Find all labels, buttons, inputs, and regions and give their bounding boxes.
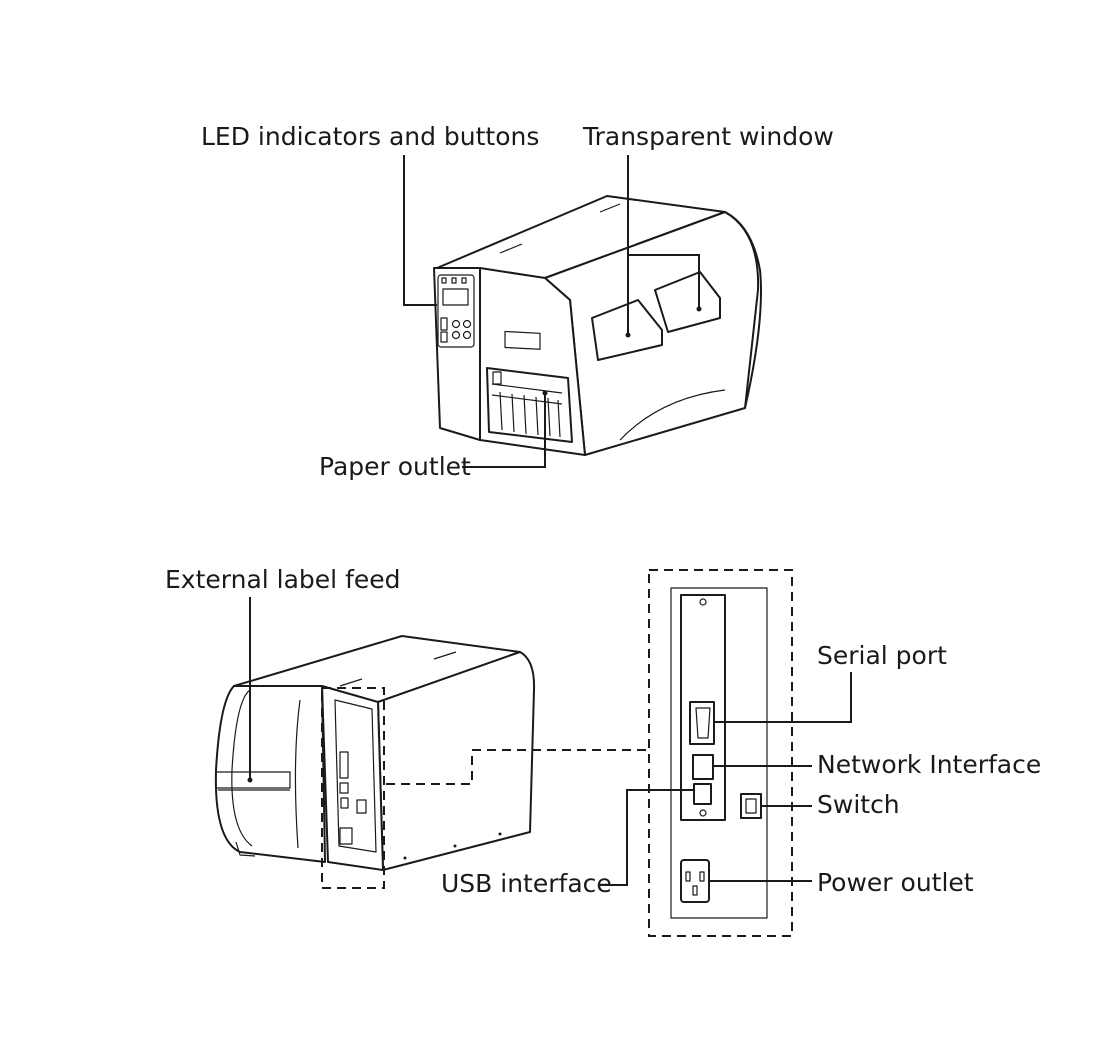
rear-panel-inner xyxy=(334,699,377,853)
plate-screw-top xyxy=(699,598,707,606)
label-power-outlet: Power outlet xyxy=(817,868,974,897)
led-3 xyxy=(461,277,467,284)
rear-base xyxy=(218,789,290,857)
leader-window-right xyxy=(628,254,700,308)
usb-port xyxy=(693,783,712,805)
leader-serial xyxy=(714,672,852,723)
panel-button-1 xyxy=(440,317,448,331)
zoom-interface-plate xyxy=(680,594,726,821)
rear-network-mini xyxy=(339,782,349,794)
led-panel xyxy=(437,274,475,348)
control-panel-column xyxy=(433,267,481,441)
panel-button-3 xyxy=(451,319,461,329)
printer-front-view xyxy=(433,195,762,456)
printer-rear-curve xyxy=(724,211,762,409)
serial-port-connector xyxy=(695,707,711,739)
network-port xyxy=(692,754,714,780)
paper-outlet-ribs xyxy=(499,391,561,438)
panel-button-2 xyxy=(440,331,448,343)
panel-button-6 xyxy=(462,330,472,340)
front-badge xyxy=(504,330,541,350)
label-transparent-window: Transparent window xyxy=(583,122,834,151)
rear-switch-mini xyxy=(356,799,367,814)
label-switch: Switch xyxy=(817,790,900,819)
plate-screw-bottom xyxy=(699,809,707,817)
outlet-latch xyxy=(492,371,502,385)
leader-paper-dot xyxy=(542,390,548,396)
rear-top-tabs xyxy=(339,651,457,687)
leader-window-dot-1 xyxy=(625,332,631,338)
zoom-panel-outer xyxy=(670,587,768,919)
leader-led xyxy=(403,155,437,306)
printer-rear-view xyxy=(214,635,536,871)
panel-button-5 xyxy=(462,319,472,329)
rear-printer-side xyxy=(377,651,536,871)
paper-outlet-frame xyxy=(486,367,573,443)
label-serial-port: Serial port xyxy=(817,641,947,670)
label-usb-interface: USB interface xyxy=(441,869,612,898)
rear-end-seam xyxy=(294,699,301,849)
led-display xyxy=(442,288,469,306)
rear-end-contour xyxy=(231,689,253,847)
rear-serial-mini xyxy=(339,751,349,779)
label-network-interface: Network Interface xyxy=(817,750,1042,779)
power-switch-frame xyxy=(740,793,762,819)
leader-paper xyxy=(462,393,546,468)
paper-outlet-slot xyxy=(491,383,563,405)
side-bottom-arc xyxy=(619,389,726,441)
label-led-indicators: LED indicators and buttons xyxy=(201,122,540,151)
lid-tabs xyxy=(499,203,621,254)
rear-power-mini xyxy=(339,827,353,845)
external-label-slot xyxy=(215,771,291,789)
leader-window-dot-2 xyxy=(696,306,702,312)
power-switch-rocker xyxy=(745,798,757,814)
label-paper-outlet: Paper outlet xyxy=(319,452,471,481)
rear-panel-highlight xyxy=(321,687,385,889)
rear-usb-mini xyxy=(340,797,349,809)
window-left xyxy=(591,299,663,361)
led-1 xyxy=(441,277,447,284)
led-2 xyxy=(451,277,457,284)
power-outlet xyxy=(680,859,710,903)
label-external-label-feed: External label feed xyxy=(165,565,401,594)
leader-usb xyxy=(598,789,694,886)
window-right xyxy=(654,271,721,333)
panel-button-4 xyxy=(451,330,461,340)
